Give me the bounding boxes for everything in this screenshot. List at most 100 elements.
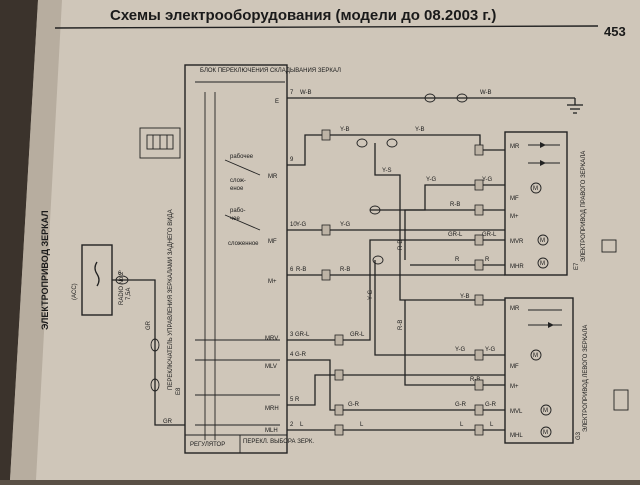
- right-connector-pictogram-icon: [601, 239, 617, 253]
- right-mirror-connector: E7: [574, 262, 580, 270]
- wire-label-gr-b: G-R: [348, 402, 360, 408]
- wire-label-yb-1: Y-B: [340, 127, 349, 133]
- right-mirror-motor-h-icon: M: [537, 257, 549, 269]
- svg-text:M: M: [543, 430, 548, 436]
- wire-label-l-4: L: [490, 422, 494, 428]
- switch-working-1: рабочее: [230, 154, 254, 160]
- wire-label-yb-2: Y-B: [415, 127, 424, 133]
- left-mirror-term-mr: MR: [510, 306, 520, 312]
- switch-connector-id: E8: [176, 387, 182, 395]
- wire-label-gr-2: GR: [163, 419, 173, 425]
- left-mirror-term-mvl: MVL: [510, 409, 523, 415]
- right-mirror-term-mvr: MVR: [510, 239, 524, 245]
- wire-label-grl-4: GR-L: [482, 232, 497, 238]
- left-mirror-relay-icon: [528, 309, 562, 328]
- wire-label-gr-d: G-R: [485, 402, 497, 408]
- paper-left-edge: [0, 0, 38, 480]
- svg-text:M: M: [543, 408, 548, 414]
- ground-icon: [567, 98, 583, 114]
- switch-unit-name: ПЕРЕКЛЮЧАТЕЛЬ УПРАВЛЕНИЯ ЗЕРКАЛАМИ ЗАДНЕ…: [168, 209, 174, 390]
- term-e: E: [275, 99, 279, 105]
- left-mirror-term-mhl: MHL: [510, 433, 523, 439]
- pin-mplus: 6: [290, 267, 294, 273]
- wire-label-grl-3: GR-L: [448, 232, 463, 238]
- right-mirror-motor-v-icon: M: [537, 234, 549, 246]
- right-mirror-term-mhr: MHR: [510, 264, 524, 270]
- pin-mrv: 3: [290, 332, 294, 338]
- left-mirror-connector: G3: [576, 431, 582, 440]
- right-mirror-term-mr: MR: [510, 144, 520, 150]
- pin-mlh: 2: [290, 422, 294, 428]
- wire-label-gr-a: G-R: [295, 352, 307, 358]
- left-mirror-name: ЭЛЕКТРОПРИВОД ЛЕВОГО ЗЕРКАЛА: [583, 325, 589, 432]
- wire-label-wb-2: W-B: [480, 90, 492, 96]
- left-mirror-motor-fold-icon: M: [530, 349, 542, 361]
- wire-label-gr-1: GR: [146, 320, 152, 330]
- fuse-rating: 7,5A: [126, 288, 132, 300]
- term-mr: MR: [268, 174, 278, 180]
- pin-mrh: 5: [290, 397, 294, 403]
- svg-text:еное: еное: [230, 186, 244, 192]
- left-mirror-term-mf: MF: [510, 364, 519, 370]
- power-label: (ACC): [72, 283, 78, 300]
- wire-label-l-1: L: [300, 422, 304, 428]
- term-mf: MF: [268, 239, 277, 245]
- page-number: 453: [604, 24, 626, 39]
- right-mirror-name: ЭЛЕКТРОПРИВОД ПРАВОГО ЗЕРКАЛА: [581, 151, 587, 262]
- wire-label-rb-4: R-B: [398, 240, 404, 250]
- section-title: ЭЛЕКТРОПРИВОД ЗЕРКАЛ: [40, 210, 50, 330]
- term-mrv: MRV: [265, 336, 278, 342]
- term-mplus: M+: [268, 279, 277, 285]
- term-mlv: MLV: [265, 364, 277, 370]
- wire-label-r-2: R: [485, 257, 490, 263]
- left-mirror-box: [504, 297, 574, 444]
- selector-label: ПЕРЕКЛ. ВЫБОРА ЗЕРК.: [243, 439, 314, 445]
- switch-folded-1: слож-: [230, 178, 246, 184]
- svg-text:M: M: [540, 261, 545, 267]
- wire-label-rb-3: R-B: [450, 202, 460, 208]
- pin-mr: 9: [290, 157, 294, 163]
- left-connector-pictogram-icon: [613, 389, 629, 411]
- wire-label-wb-1: W-B: [300, 90, 312, 96]
- wire-label-yg-1: Y-G: [296, 222, 306, 228]
- connector-pins: [321, 129, 484, 436]
- svg-text:M: M: [540, 238, 545, 244]
- wire-label-yg-5: Y-G: [368, 290, 374, 300]
- term-mlh: MLH: [265, 428, 278, 434]
- wire-label-rb-1: R-B: [296, 267, 306, 273]
- wire-label-rb-2: R-B: [340, 267, 350, 273]
- wire-label-r-3: R: [295, 397, 300, 403]
- pin-e: 7: [290, 90, 294, 96]
- wire-label-l-3: L: [460, 422, 464, 428]
- wire-label-yg-7: Y-G: [485, 347, 495, 353]
- wire-label-rb-6: R-B: [398, 320, 404, 330]
- pin-mf: 10: [290, 222, 297, 228]
- paper-shadow: [10, 0, 62, 480]
- wire-label-gr-c: G-R: [455, 402, 467, 408]
- wire-label-yg-6: Y-G: [455, 347, 465, 353]
- left-mirror-motor-v-icon: M: [540, 404, 552, 416]
- right-mirror-term-mf: MF: [510, 196, 519, 202]
- wire-label-yg-2: Y-G: [340, 222, 350, 228]
- left-mirror-motor-h-icon: M: [540, 426, 552, 438]
- wire-label-grl-2: GR-L: [350, 332, 365, 338]
- wire-label-ys: Y-S: [382, 168, 391, 174]
- wire-label-yg-3: Y-G: [426, 177, 436, 183]
- switch-unit-box: [184, 64, 288, 454]
- page-header-title: Схемы электрооборудования (модели до 08.…: [110, 7, 496, 24]
- right-mirror-relay-icon: [528, 142, 560, 166]
- wire-label-r-1: R: [455, 257, 460, 263]
- svg-text:M: M: [533, 353, 538, 359]
- pin-mlv: 4: [290, 352, 294, 358]
- connector-pictogram-icon: [139, 127, 181, 159]
- switch-folded-2: сложенное: [228, 241, 259, 247]
- switch-sub-block-label: БЛОК ПЕРЕКЛЮЧЕНИЯ СКЛАДЫВАНИЯ ЗЕРКАЛ: [200, 68, 341, 74]
- svg-text:M: M: [533, 186, 538, 192]
- right-mirror-motor-fold-icon: M: [530, 182, 542, 194]
- right-mirror-term-mplus: M+: [510, 214, 519, 220]
- wire-label-l-2: L: [360, 422, 364, 428]
- right-mirror-box: [504, 131, 568, 276]
- header-rule: [54, 25, 599, 29]
- wire-label-grl-1: GR-L: [295, 332, 310, 338]
- switch-working-2: рабо-: [230, 208, 245, 214]
